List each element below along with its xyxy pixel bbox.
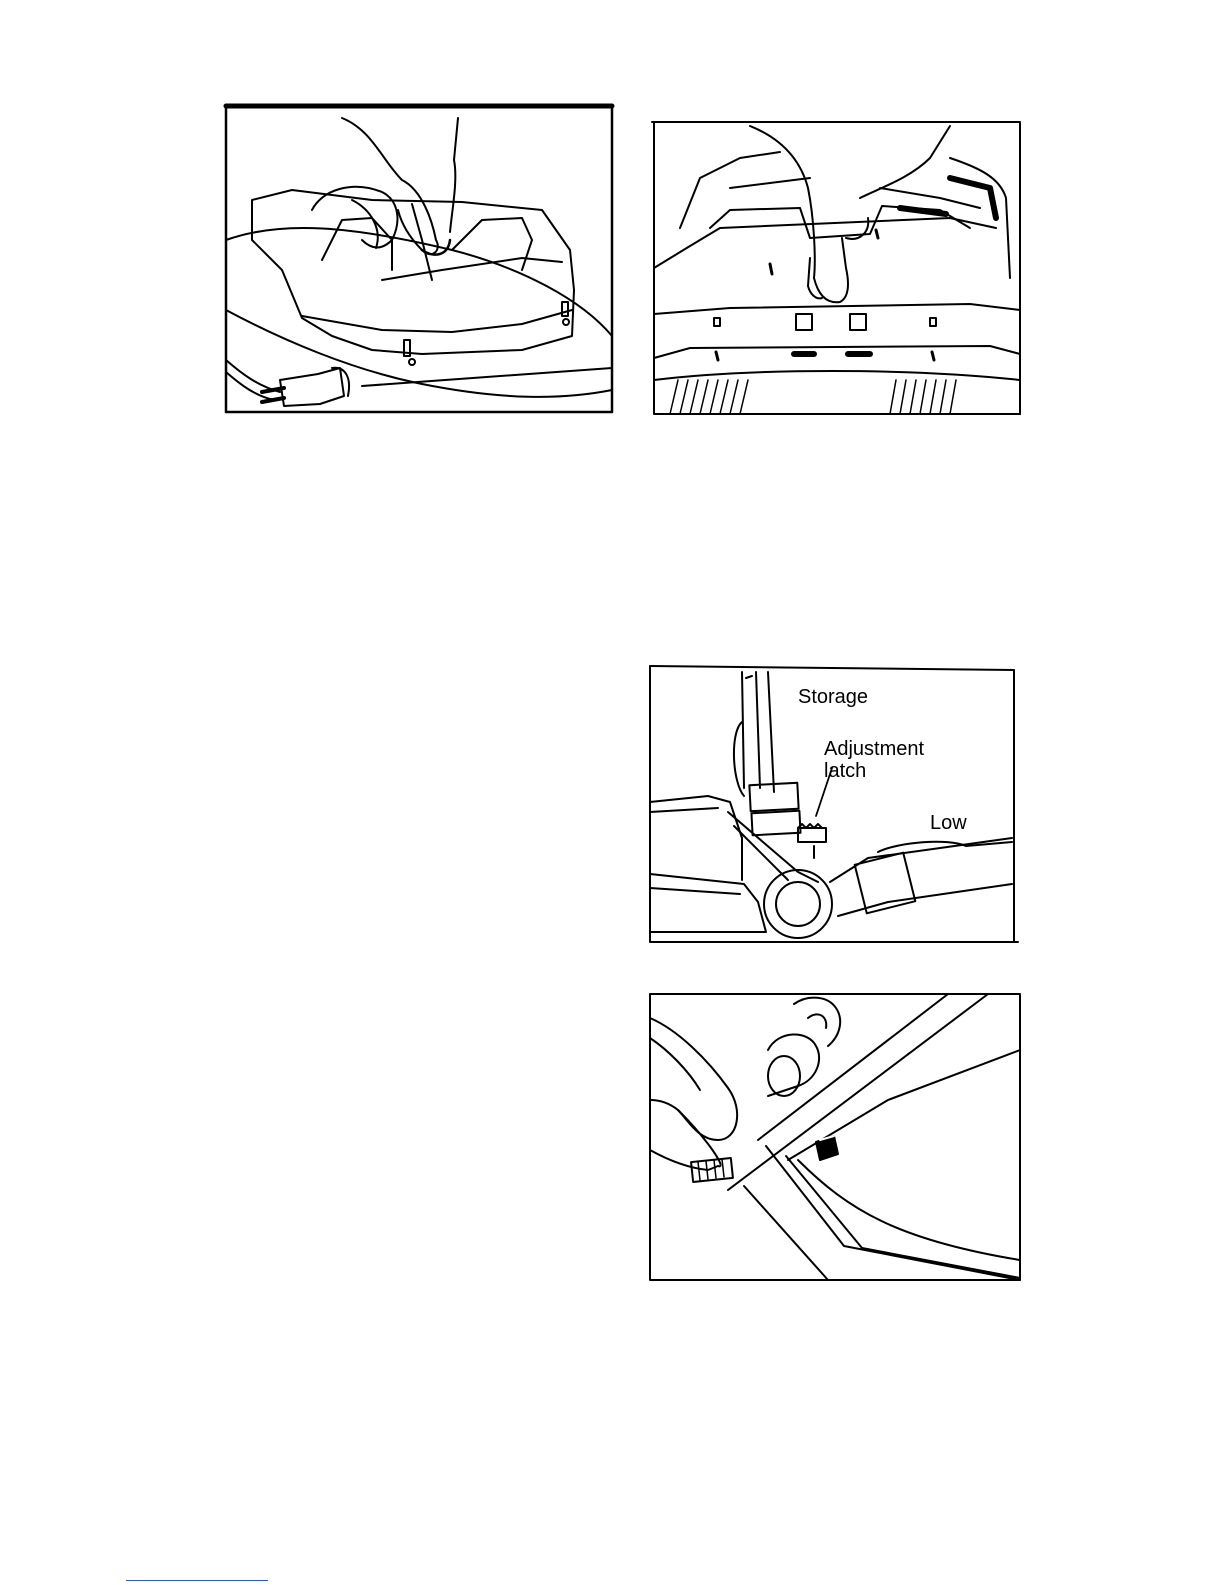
footer-rule [126,1580,268,1581]
label-low: Low [930,812,967,834]
illustration-latch-release [650,118,1024,416]
label-adjustment-latch: Adjustment latch [824,738,924,782]
power-switch-drawing [648,990,1024,1282]
label-storage: Storage [798,686,868,708]
label-adjustment-line2: latch [824,760,866,782]
illustration-handle-positions: Storage Adjustment latch Low [648,662,1022,946]
latch-release-drawing [650,118,1024,416]
illustration-handle-removal [222,100,614,416]
label-adjustment-line1: Adjustment [824,738,924,760]
illustration-power-switch [648,990,1024,1282]
handle-bracket-drawing [222,100,614,416]
